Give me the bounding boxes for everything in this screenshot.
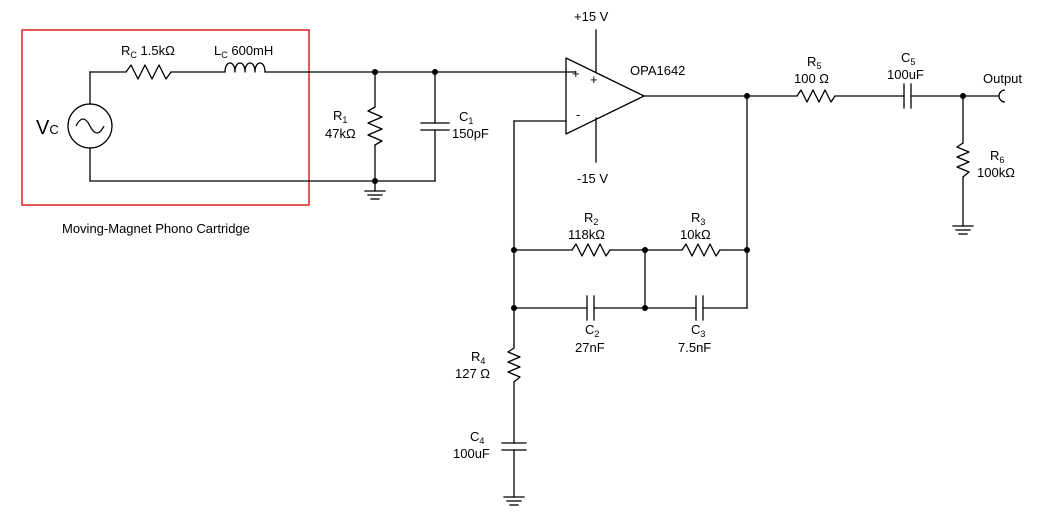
c4-sub: 4 [479,436,484,446]
r2-label: R2 [584,210,598,227]
opamp-name: OPA1642 [630,63,685,78]
rc-main: R [121,43,130,58]
c2-main: C [585,322,594,337]
c1-main: C [459,109,468,124]
r2-sub: 2 [593,217,598,227]
r4-sub: 4 [480,356,485,366]
r3-resistor [681,243,721,257]
cartridge-caption: Moving-Magnet Phono Cartridge [62,221,250,236]
c5-sub: 5 [910,57,915,67]
c1-label: C1 [459,109,473,126]
r2-main: R [584,210,593,225]
r1-value: 47kΩ [325,126,356,141]
r2-value: 118kΩ [568,227,605,242]
r2-resistor [571,243,611,257]
vc-sub: C [49,122,58,137]
c5-label: C5 [901,50,915,67]
c4-value: 100uF [453,446,490,461]
vc-label: VC [36,117,59,139]
rc-resistor [125,64,172,80]
r6-value: 100kΩ [977,165,1015,180]
rc-value: 1.5kΩ [141,43,176,58]
lc-value: 600mH [231,43,273,58]
rc-sub: C [130,50,137,60]
r1-main: R [333,108,342,123]
c5-value: 100uF [887,67,924,82]
r5-main: R [807,54,816,69]
vc-main: V [36,117,50,139]
ground-symbol [503,496,525,506]
r4-label: R4 [471,349,485,366]
lc-inductor [224,62,266,73]
opamp-triangle [565,57,645,135]
c1-sub: 1 [468,116,473,126]
c1-value: 150pF [452,126,489,141]
c4-label: C4 [470,429,484,446]
c4-main: C [470,429,479,444]
junction-dot [744,247,750,253]
c3-label: C3 [691,322,705,339]
r5-label: R5 [807,54,821,71]
r1-resistor [367,106,383,146]
r4-resistor [507,347,521,383]
c2-label: C2 [585,322,599,339]
opamp-plus-sign: + [572,66,580,81]
r5-value: 100 Ω [794,71,829,86]
r6-sub: 6 [999,155,1004,165]
r1-label: R1 [333,108,347,125]
lc-label: LC 600mH [214,43,273,60]
r6-resistor [956,142,970,178]
r1-sub: 1 [342,115,347,125]
r5-sub: 5 [816,61,821,71]
ground-symbol [364,180,386,200]
cartridge-box [21,29,310,206]
vc-source [67,71,113,182]
c2-value: 27nF [575,340,605,355]
c3-main: C [691,322,700,337]
c5-main: C [901,50,910,65]
lc-sub: C [221,50,228,60]
r3-sub: 3 [700,217,705,227]
c3-value: 7.5nF [678,340,711,355]
r4-value: 127 Ω [455,366,490,381]
c2-sub: 2 [594,329,599,339]
opamp-vneg: -15 V [577,171,608,186]
rc-label: RC 1.5kΩ [121,43,175,60]
lc-main: L [214,43,221,58]
output-label: Output [983,71,1022,86]
r4-main: R [471,349,480,364]
r6-main: R [990,148,999,163]
output-terminal [998,89,1006,103]
c3-sub: 3 [700,329,705,339]
opamp-plus-sign-inner: + [590,72,598,87]
r5-resistor [796,89,836,103]
r3-label: R3 [691,210,705,227]
ground-symbol [952,225,974,235]
r3-value: 10kΩ [680,227,711,242]
opamp-minus-sign: - [576,107,580,122]
junction-dot [642,305,648,311]
opamp-vpos: +15 V [574,9,609,24]
r3-main: R [691,210,700,225]
r6-label: R6 [990,148,1004,165]
